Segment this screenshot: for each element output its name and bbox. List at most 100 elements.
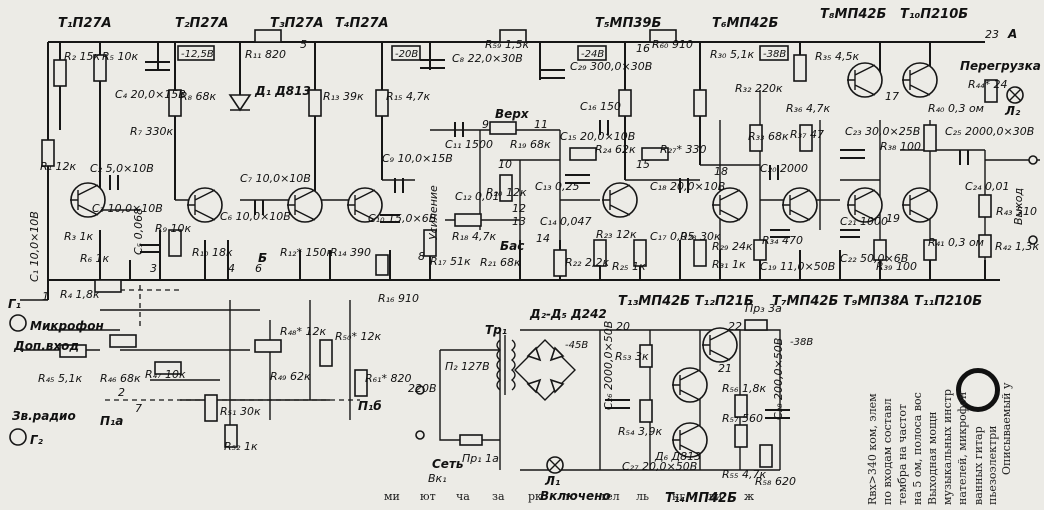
component-label: R₅₉ 1,5к <box>485 38 529 51</box>
control-labels: Верх Бас Усиление Микрофон Доп.вход Зв.р… <box>8 59 1041 503</box>
component-label: R₉ 10к <box>155 222 192 235</box>
component-label: R₃₉ 100 <box>876 260 917 273</box>
component-label: R₂₀ 12к <box>486 186 527 199</box>
label-t2: T₂П27А <box>175 16 229 31</box>
component-label: R₁₇ 51к <box>430 255 471 268</box>
component-label: R₃₃ 68к <box>748 130 789 143</box>
output-label: Выход <box>1012 188 1025 225</box>
voltage-4: -38В <box>763 49 786 60</box>
component-label: C₆ 10,0×10В <box>220 210 291 223</box>
component-label: R₅₅ 4,7к <box>722 468 766 481</box>
label-t10: T₁₀П210Б <box>900 7 968 22</box>
resistor-labels: R₂ 15к R₅ 10к R₁ 12к R₃ 1к R₄ 1,8к R₆ 1к… <box>38 38 1039 488</box>
component-label: R₂₂ 2,2к <box>565 256 609 269</box>
component-label: R₄₅ 5,1к <box>38 372 82 385</box>
component-label: R₂₃ 12к <box>596 228 637 241</box>
component-label: R₅₁ 30к <box>220 405 261 418</box>
component-label: R₆₀ 910 <box>652 38 693 51</box>
component-label: C₂₀ 2000 <box>760 162 808 175</box>
power-on-label: Включено <box>540 489 611 503</box>
label-t1: T₁П27А <box>58 16 112 31</box>
transistor-t2 <box>187 187 223 223</box>
component-label: 19 <box>886 212 900 225</box>
component-label: 18 <box>714 165 728 178</box>
resistor-bodies <box>41 29 998 468</box>
component-label: C₁₂ 0,01 <box>455 190 500 203</box>
transistor-t5 <box>602 182 638 218</box>
component-label: Г₁ <box>8 297 21 311</box>
component-label: 7 <box>135 402 142 415</box>
article-lower-fragment: ми ют ча за рк то тел ль нг ли ж <box>384 490 755 503</box>
component-label: R₄₇ 10к <box>145 368 186 381</box>
component-label: A <box>1007 27 1017 41</box>
component-label: C₂₅ 2000,0×30В <box>945 125 1034 138</box>
article-fragment: Описываемый у пьезоэлектри ванных гитар … <box>800 300 1044 510</box>
component-label: R₁₀ 18к <box>192 246 233 259</box>
transistor-t6 <box>712 187 748 223</box>
component-label: 13 <box>512 215 526 228</box>
component-label: R₃₀ 5,1к <box>710 48 754 61</box>
component-label: 20 <box>616 320 630 333</box>
component-label: C₁₃ 0,25 <box>535 180 580 193</box>
component-label: R₂₅ 1к <box>612 260 646 273</box>
component-label: R₃₇ 47 <box>790 128 824 141</box>
transistor-t13 <box>672 367 708 403</box>
component-label: C₇ 10,0×10В <box>240 172 311 185</box>
component-label: R₂₁ 68к <box>480 256 521 269</box>
component-label: R₄₀ 0,3 ом <box>928 102 984 115</box>
component-label: R₅₃ 3к <box>615 350 649 363</box>
component-label: C₂₆ 2000,0×50В <box>602 321 615 410</box>
component-label: R₅₇ 560 <box>722 412 763 425</box>
voltage-1: -12,5В <box>181 49 214 60</box>
transistors <box>70 62 938 458</box>
component-label: C₂₄ 0,01 <box>965 180 1010 193</box>
component-label: 23 <box>985 28 999 41</box>
component-label: R₁ 12к <box>40 160 77 173</box>
component-label: Л₂ <box>1004 104 1021 118</box>
component-label: R₄₈* 12к <box>280 325 326 338</box>
component-label: C₂₉ 300,0×30В <box>570 60 652 73</box>
component-label: П₁б <box>358 399 382 413</box>
component-label: Д₂-Д₅ Д242 <box>529 307 607 321</box>
component-label: Пр₃ 3а <box>745 302 782 315</box>
component-label: R₄₁ 0,3 ом <box>928 236 984 249</box>
article-line: на 5 ом, полоса вос <box>911 392 924 505</box>
component-label: C₁₇ 0,05 <box>650 230 695 243</box>
component-label: C₁₅ 20,0×10В <box>560 130 635 143</box>
component-label: C₂₈ 200,0×50В <box>772 338 785 420</box>
component-label: R₆₁* 820 <box>365 372 411 385</box>
component-label: 22 <box>728 320 742 333</box>
component-label: Тр₁ <box>485 323 507 337</box>
diode-labels: Д₁ Д813 Д₂-Д₅ Д242 Д₆ Д813 <box>254 84 701 463</box>
gain-label: Усиление <box>427 185 440 240</box>
component-label: R₅ 10к <box>102 50 139 63</box>
component-label: R₁₈ 4,7к <box>452 230 496 243</box>
component-label: C₁₉ 11,0×50В <box>760 260 835 273</box>
component-label: 5 <box>300 38 307 51</box>
voltage-6: -45В <box>565 340 588 351</box>
label-t6: T₆МП42Б <box>712 16 778 31</box>
component-label: 14 <box>536 232 550 245</box>
transistor-t8 <box>847 62 883 98</box>
transistor-t7 <box>782 187 818 223</box>
transistor-t10 <box>902 62 938 98</box>
component-label: C₈ 22,0×30В <box>452 52 523 65</box>
component-label: C₄ 20,0×15В <box>115 88 186 101</box>
article-dropcap <box>956 368 1000 412</box>
component-label: R₅₀* 12к <box>335 330 381 343</box>
component-label: R₃₆ 4,7к <box>786 102 830 115</box>
component-label: 16 <box>636 42 650 55</box>
component-label: R₅₂ 1к <box>224 440 258 453</box>
component-label: 21 <box>718 362 732 375</box>
component-label: 11 <box>534 118 548 131</box>
component-label: C₁₄ 0,047 <box>540 215 592 228</box>
component-label: C₉ 10,0×15В <box>382 152 453 165</box>
component-label: 8 <box>418 250 425 263</box>
article-line: Описываемый у <box>1000 382 1013 475</box>
component-label: 220В <box>408 382 437 395</box>
component-label: R₂ 15к <box>64 50 101 63</box>
component-label: П₂ 127В <box>445 360 490 373</box>
component-label: R₅₆ 1,8к <box>722 382 766 395</box>
label-t4: T₄П27А <box>335 16 389 31</box>
